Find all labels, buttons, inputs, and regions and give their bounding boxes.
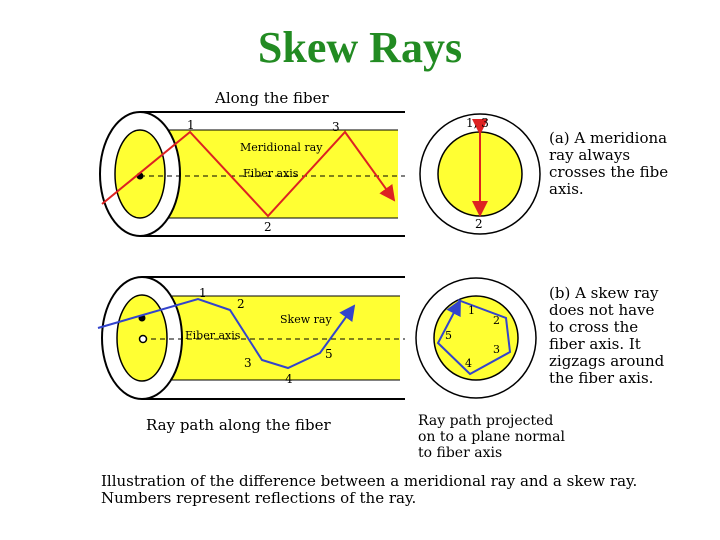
- bottom-end-label-1: 1: [468, 304, 475, 317]
- caption-b-line-5: zigzags around: [549, 352, 665, 370]
- bottom-fiber-end-view: 1 2 3 4 5: [415, 277, 537, 399]
- caption-a-line-4: axis.: [549, 180, 584, 198]
- bottom-core: [142, 296, 400, 380]
- top-fiber-end-view: 1, 3 2: [419, 113, 541, 235]
- top-fiber-axis-label: Fiber axis: [243, 167, 299, 180]
- meridional-ray-label: Meridional ray: [240, 141, 323, 154]
- bottom-end-label-5: 5: [445, 329, 452, 342]
- slide-title: Skew Rays: [257, 23, 463, 72]
- caption-b-line-2: does not have: [549, 301, 655, 319]
- bottom-reflection-label-5: 5: [325, 347, 333, 361]
- caption-b-line-3: to cross the: [549, 318, 638, 336]
- top-end-label-13: 1, 3: [466, 116, 489, 130]
- ray-path-projected-label: Ray path projected on to a plane normal …: [418, 413, 565, 461]
- bottom-fiber-axis-label: Fiber axis: [185, 329, 241, 342]
- along-fiber-heading: Along the fiber: [214, 89, 330, 107]
- caption-b-line-6: the fiber axis.: [549, 369, 653, 387]
- caption-b: (b) A skew ray does not have to cross th…: [549, 284, 665, 387]
- top-fiber-side-view: Meridional ray Fiber axis 1 2 3: [99, 111, 405, 237]
- caption-b-line-4: fiber axis. It: [549, 335, 641, 353]
- caption-a-line-3: crosses the fibe: [549, 163, 668, 181]
- top-end-label-2: 2: [475, 217, 483, 231]
- ray-path-projected-line-1: Ray path projected: [418, 413, 553, 429]
- bottom-reflection-label-2: 2: [237, 297, 245, 311]
- skew-ray-label: Skew ray: [280, 313, 332, 326]
- bottom-reflection-label-3: 3: [244, 356, 252, 370]
- bottom-reflection-label-4: 4: [285, 372, 293, 386]
- top-reflection-label-2: 2: [264, 220, 272, 234]
- caption-b-line-1: (b) A skew ray: [549, 284, 659, 302]
- bottom-end-label-3: 3: [493, 343, 500, 356]
- bottom-end-label-4: 4: [465, 357, 472, 370]
- ray-path-projected-line-3: to fiber axis: [418, 445, 502, 461]
- top-reflection-label-1: 1: [187, 118, 195, 132]
- bottom-end-skew-ray: [436, 299, 512, 376]
- footer-line-1: Illustration of the difference between a…: [101, 472, 637, 490]
- ray-path-along-fiber-label: Ray path along the fiber: [146, 416, 331, 434]
- bottom-end-label-2: 2: [493, 314, 500, 327]
- footer-note: Illustration of the difference between a…: [101, 472, 637, 507]
- bottom-axis-dot: [138, 334, 148, 344]
- bottom-fiber-side-view: Skew ray Fiber axis 1 2 3 4 5: [97, 276, 405, 400]
- footer-line-2: Numbers represent reflections of the ray…: [101, 489, 416, 507]
- caption-a-line-1: (a) A meridiona: [549, 129, 667, 147]
- caption-a-line-2: ray always: [549, 146, 630, 164]
- meridional-ray-path: [101, 130, 396, 218]
- caption-a: (a) A meridiona ray always crosses the f…: [549, 129, 668, 198]
- top-reflection-label-3: 3: [332, 120, 340, 134]
- ray-path-projected-line-2: on to a plane normal: [418, 429, 565, 445]
- skew-ray-path: [97, 297, 356, 370]
- bottom-reflection-label-1: 1: [199, 286, 207, 300]
